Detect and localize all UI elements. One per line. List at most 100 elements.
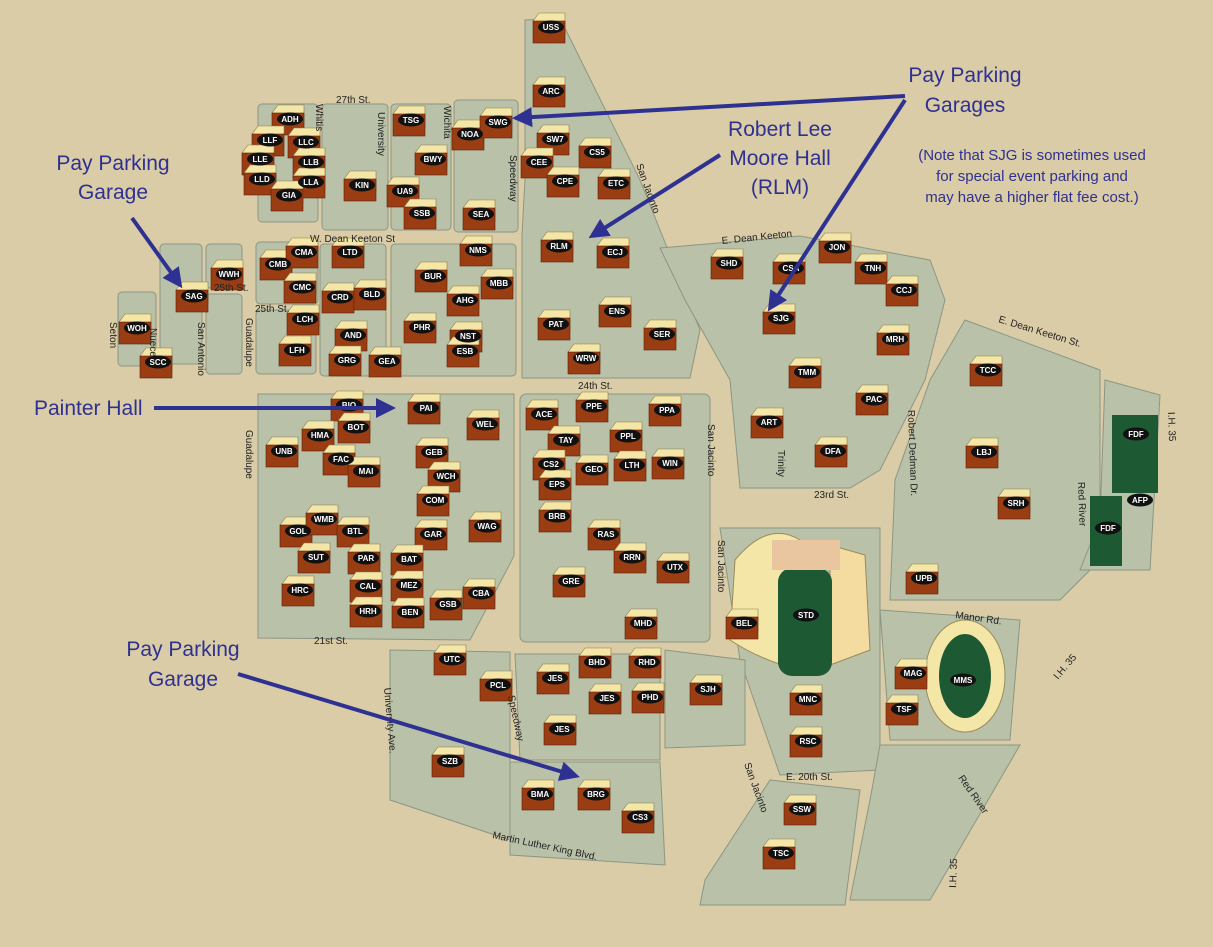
building-label-upb[interactable]: UPB <box>911 571 937 585</box>
building-label-ace[interactable]: ACE <box>531 407 557 421</box>
building-label-jes[interactable]: JES <box>549 722 575 736</box>
building-label-llc[interactable]: LLC <box>293 135 319 149</box>
building-label-lth[interactable]: LTH <box>619 458 645 472</box>
building-label-tsc[interactable]: TSC <box>768 846 794 860</box>
building-label-ua9[interactable]: UA9 <box>392 184 418 198</box>
building-label-lbj[interactable]: LBJ <box>971 445 997 459</box>
building-label-sag[interactable]: SAG <box>181 289 207 303</box>
building-label-pcl[interactable]: PCL <box>485 678 511 692</box>
building-label-wag[interactable]: WAG <box>474 519 500 533</box>
building-label-swg[interactable]: SWG <box>485 115 511 129</box>
building-label-bur[interactable]: BUR <box>420 269 446 283</box>
building-label-rhd[interactable]: RHD <box>634 655 660 669</box>
building-label-gsb[interactable]: GSB <box>435 597 461 611</box>
building-label-jon[interactable]: JON <box>824 240 850 254</box>
building-label-geo[interactable]: GEO <box>581 462 607 476</box>
building-label-phr[interactable]: PHR <box>409 320 435 334</box>
building-label-bwy[interactable]: BWY <box>420 152 446 166</box>
building-label-ens[interactable]: ENS <box>604 304 630 318</box>
building-label-ben[interactable]: BEN <box>397 605 423 619</box>
building-label-com[interactable]: COM <box>422 493 448 507</box>
building-label-gol[interactable]: GOL <box>285 524 311 538</box>
building-label-hma[interactable]: HMA <box>307 428 333 442</box>
building-label-and[interactable]: AND <box>340 328 366 342</box>
building-label-gre[interactable]: GRE <box>558 574 584 588</box>
building-label-sjg[interactable]: SJG <box>768 311 794 325</box>
building-label-rlm[interactable]: RLM <box>546 239 572 253</box>
building-label-lld[interactable]: LLD <box>249 172 275 186</box>
building-label-adh[interactable]: ADH <box>277 112 303 126</box>
building-label-std[interactable]: STD <box>793 608 819 622</box>
building-label-sut[interactable]: SUT <box>303 550 329 564</box>
building-label-cal[interactable]: CAL <box>355 579 381 593</box>
building-label-llf[interactable]: LLF <box>257 133 283 147</box>
building-label-fdf[interactable]: FDF <box>1123 427 1149 441</box>
building-label-brb[interactable]: BRB <box>544 509 570 523</box>
building-label-eps[interactable]: EPS <box>544 477 570 491</box>
building-label-lch[interactable]: LCH <box>292 312 318 326</box>
building-label-lfh[interactable]: LFH <box>284 343 310 357</box>
building-label-wel[interactable]: WEL <box>472 417 498 431</box>
building-label-bat[interactable]: BAT <box>396 552 422 566</box>
building-label-nms[interactable]: NMS <box>465 243 491 257</box>
building-label-ser[interactable]: SER <box>649 327 675 341</box>
building-label-grg[interactable]: GRG <box>334 353 360 367</box>
building-label-pac[interactable]: PAC <box>861 392 887 406</box>
building-label-gia[interactable]: GIA <box>276 188 302 202</box>
building-label-szb[interactable]: SZB <box>437 754 463 768</box>
building-label-cpe[interactable]: CPE <box>552 174 578 188</box>
building-label-etc[interactable]: ETC <box>603 176 629 190</box>
building-label-kin[interactable]: KIN <box>349 178 375 192</box>
building-label-wch[interactable]: WCH <box>433 469 459 483</box>
building-label-cmb[interactable]: CMB <box>265 257 291 271</box>
building-label-srh[interactable]: SRH <box>1003 496 1029 510</box>
building-label-cmc[interactable]: CMC <box>289 280 315 294</box>
building-label-rrn[interactable]: RRN <box>619 550 645 564</box>
building-label-shd[interactable]: SHD <box>716 256 742 270</box>
building-label-fac[interactable]: FAC <box>328 452 354 466</box>
building-label-tnh[interactable]: TNH <box>860 261 886 275</box>
building-label-gea[interactable]: GEA <box>374 354 400 368</box>
building-label-bot[interactable]: BOT <box>343 420 369 434</box>
building-label-geb[interactable]: GEB <box>421 445 447 459</box>
building-label-hrh[interactable]: HRH <box>355 604 381 618</box>
building-label-ppl[interactable]: PPL <box>615 429 641 443</box>
building-label-ssb[interactable]: SSB <box>409 206 435 220</box>
building-label-ltd[interactable]: LTD <box>337 245 363 259</box>
building-label-lle[interactable]: LLE <box>247 152 273 166</box>
building-label-phd[interactable]: PHD <box>637 690 663 704</box>
building-label-jes[interactable]: JES <box>542 671 568 685</box>
building-label-bma[interactable]: BMA <box>527 787 553 801</box>
building-label-brg[interactable]: BRG <box>583 787 609 801</box>
building-label-win[interactable]: WIN <box>657 456 683 470</box>
building-label-pai[interactable]: PAI <box>413 401 439 415</box>
building-label-cs5[interactable]: CS5 <box>584 145 610 159</box>
building-label-par[interactable]: PAR <box>353 551 379 565</box>
building-label-rsc[interactable]: RSC <box>795 734 821 748</box>
building-label-jes[interactable]: JES <box>594 691 620 705</box>
building-label-cma[interactable]: CMA <box>291 245 317 259</box>
building-label-bld[interactable]: BLD <box>359 287 385 301</box>
building-label-ssw[interactable]: SSW <box>789 802 815 816</box>
building-label-fdf[interactable]: FDF <box>1095 521 1121 535</box>
building-label-ccj[interactable]: CCJ <box>891 283 917 297</box>
building-label-art[interactable]: ART <box>756 415 782 429</box>
building-label-utc[interactable]: UTC <box>439 652 465 666</box>
building-label-ppa[interactable]: PPA <box>654 403 680 417</box>
building-label-mez[interactable]: MEZ <box>396 578 422 592</box>
building-label-tmm[interactable]: TMM <box>794 365 820 379</box>
building-label-hrc[interactable]: HRC <box>287 583 313 597</box>
building-label-utx[interactable]: UTX <box>662 560 688 574</box>
building-label-nst[interactable]: NST <box>455 329 481 343</box>
building-label-mms[interactable]: MMS <box>950 673 976 687</box>
building-label-ecj[interactable]: ECJ <box>602 245 628 259</box>
building-label-ahg[interactable]: AHG <box>452 293 478 307</box>
building-label-ras[interactable]: RAS <box>593 527 619 541</box>
building-label-cs3[interactable]: CS3 <box>627 810 653 824</box>
building-label-pat[interactable]: PAT <box>543 317 569 331</box>
building-label-crd[interactable]: CRD <box>327 290 353 304</box>
building-label-sw7[interactable]: SW7 <box>542 132 568 146</box>
building-label-mhd[interactable]: MHD <box>630 616 656 630</box>
building-label-uss[interactable]: USS <box>538 20 564 34</box>
building-label-mnc[interactable]: MNC <box>795 692 821 706</box>
